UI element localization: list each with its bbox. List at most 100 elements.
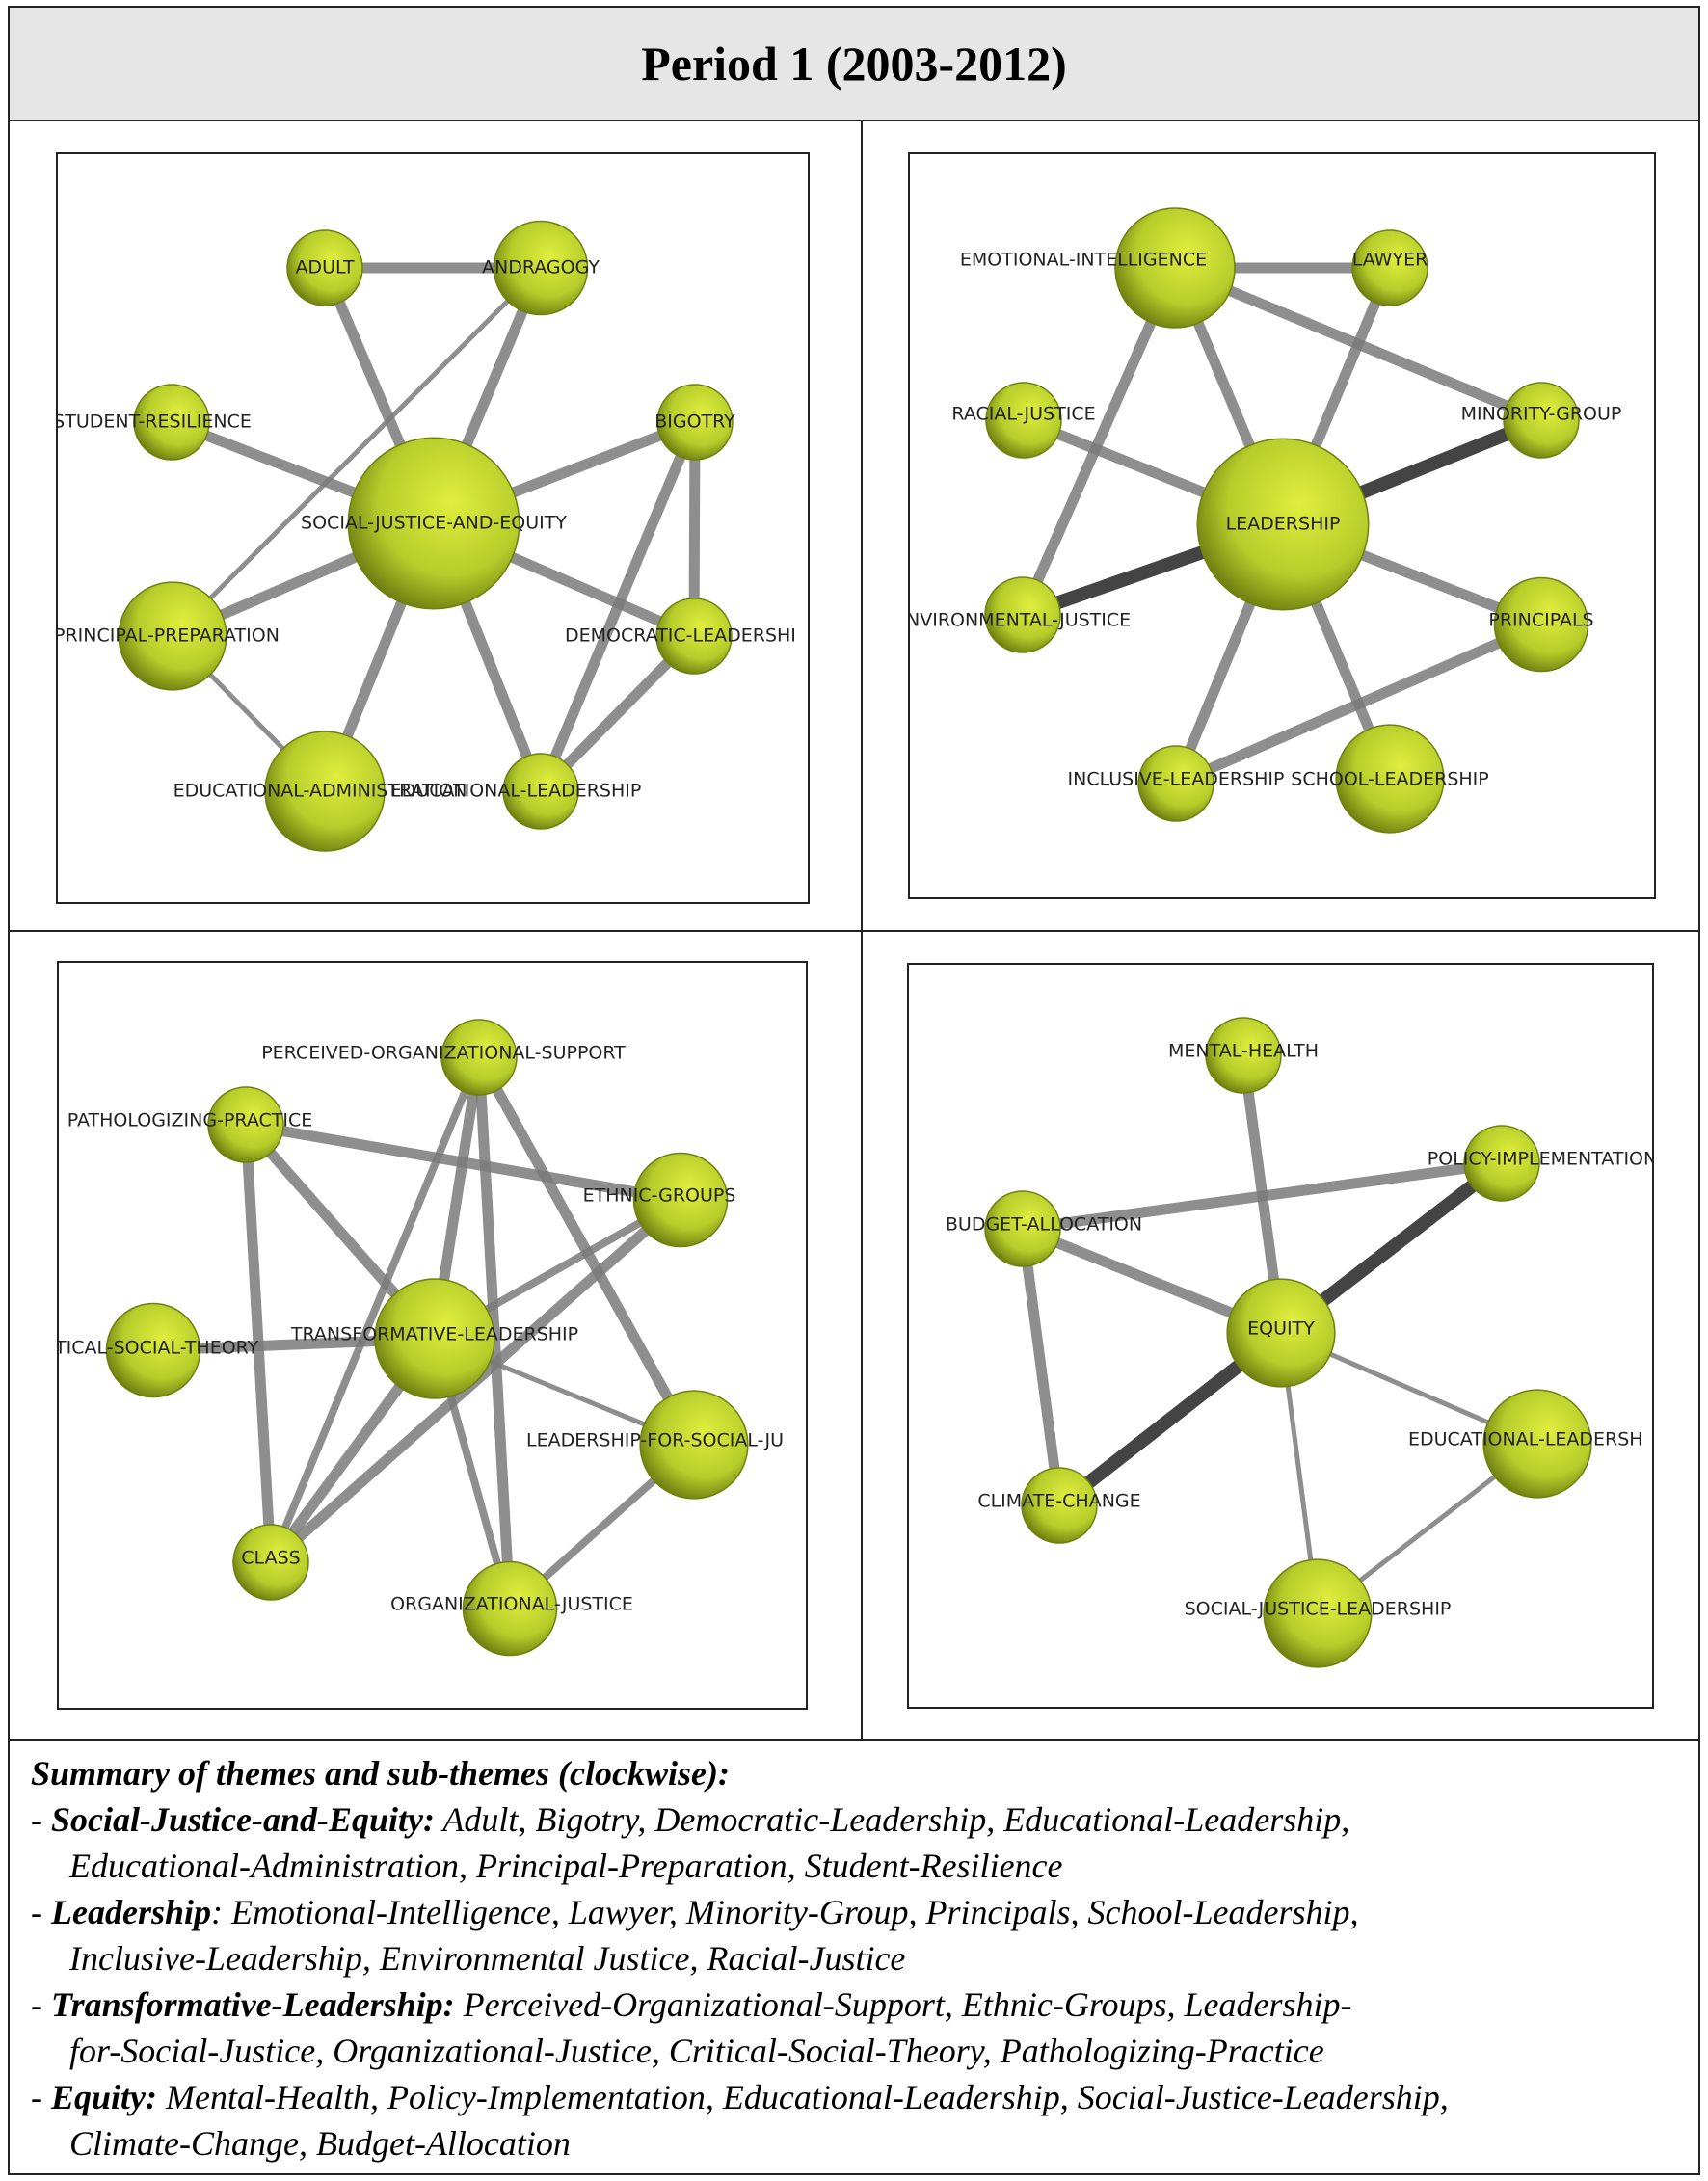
node-climate-change bbox=[1021, 1467, 1098, 1544]
node-label-emotional-intelligence: EMOTIONAL-INTELLIGENCE bbox=[960, 250, 1207, 271]
node-school-leadership bbox=[1335, 724, 1445, 834]
edge-budget-allocation-climate-change bbox=[1017, 1228, 1065, 1506]
summary-subthemes-cont: for-Social-Justice, Organizational-Justi… bbox=[69, 2032, 1324, 2070]
node-educational-leadership bbox=[502, 753, 579, 830]
summary-bullet: - bbox=[31, 1985, 51, 2024]
summary-item-leadership: - Leadership: Emotional-Intelligence, La… bbox=[31, 1889, 1689, 1982]
node-organizational-justice bbox=[462, 1560, 558, 1657]
network-social-justice-and-equity: ADULT ANDRAGOGY STUDENT-RESILIENCE BIGOTRY S… bbox=[56, 152, 810, 904]
node-student-resilience bbox=[133, 384, 210, 461]
node-label-mental-health: MENTAL-HEALTH bbox=[1168, 1041, 1319, 1062]
summary-item-transformative-leadership: - Transformative-Leadership: Perceived-O… bbox=[31, 1982, 1689, 2074]
summary-subthemes: Adult, Bigotry, Democratic-Leadership, E… bbox=[435, 1800, 1350, 1839]
node-democratic-leadership bbox=[655, 598, 733, 675]
node-label-educational-leadership: EDUCATIONAL-LEADERSH bbox=[1408, 1429, 1643, 1450]
node-critical-social-theory bbox=[105, 1302, 201, 1398]
node-pathologizing-practice bbox=[207, 1086, 284, 1163]
node-label-environmental-justice: NVIRONMENTAL-JUSTICE bbox=[906, 610, 1131, 631]
figure-title: Period 1 (2003-2012) bbox=[641, 37, 1067, 91]
node-social-justice-leadership bbox=[1263, 1558, 1373, 1668]
node-andragogy bbox=[493, 220, 589, 316]
node-transformative-leadership bbox=[374, 1278, 495, 1399]
summary-theme: Equity: bbox=[51, 2078, 158, 2116]
edge-andragogy-principal-preparation bbox=[171, 266, 543, 638]
node-inclusive-leadership bbox=[1137, 745, 1214, 822]
node-label-class: CLASS bbox=[241, 1548, 300, 1569]
node-leadership-for-social-justice bbox=[639, 1390, 749, 1500]
edge-perceived-organizational-support-class bbox=[267, 1055, 483, 1564]
node-adult bbox=[286, 229, 363, 306]
figure-frame bbox=[8, 6, 1700, 2175]
node-class bbox=[232, 1524, 309, 1601]
edge-pathologizing-practice-ethnic-groups bbox=[245, 1119, 681, 1206]
node-leadership bbox=[1196, 438, 1370, 611]
node-label-leadership-for-social-justice: LEADERSHIP-FOR-SOCIAL-JU bbox=[526, 1430, 784, 1451]
node-label-adult: ADULT bbox=[295, 257, 355, 279]
node-label-minority-group: MINORITY-GROUP bbox=[1461, 404, 1622, 425]
node-label-student-resilience: STUDENT-RESILIENCE bbox=[53, 412, 252, 433]
node-educational-administration bbox=[264, 731, 386, 852]
node-label-racial-justice: RACIAL-JUSTICE bbox=[951, 404, 1095, 425]
summary-subthemes: : Emotional-Intelligence, Lawyer, Minori… bbox=[211, 1893, 1359, 1931]
summary-title: Summary of themes and sub-themes (clockw… bbox=[31, 1754, 730, 1793]
node-label-principal-preparation: PRINCIPAL-PREPARATION bbox=[54, 625, 280, 647]
node-label-equity: EQUITY bbox=[1247, 1318, 1315, 1340]
node-label-pathologizing-practice: PATHOLOGIZING-PRACTICE bbox=[67, 1110, 313, 1131]
edge-emotional-intelligence-environmental-justice bbox=[1017, 265, 1181, 618]
node-label-perceived-organizational-support: PERCEIVED-ORGANIZATIONAL-SUPPORT bbox=[261, 1043, 626, 1064]
summary-bullet: - bbox=[31, 1800, 51, 1839]
node-lawyer bbox=[1351, 229, 1428, 306]
node-minority-group bbox=[1503, 382, 1580, 459]
node-label-educational-administration: EDUCATIONAL-ADMINISTRATION bbox=[173, 781, 467, 802]
summary-theme: Transformative-Leadership: bbox=[51, 1985, 455, 2024]
node-label-andragogy: ANDRAGOGY bbox=[482, 257, 600, 279]
network-transformative-leadership: PERCEIVED-ORGANIZATIONAL-SUPPORT PATHOLOG… bbox=[57, 961, 808, 1710]
node-label-transformative-leadership: TRANSFORMATIVE-LEADERSHIP bbox=[290, 1324, 578, 1345]
node-label-climate-change: CLIMATE-CHANGE bbox=[977, 1491, 1140, 1512]
node-label-lawyer: LAWYER bbox=[1352, 250, 1428, 271]
node-label-school-leadership: SCHOOL-LEADERSHIP bbox=[1291, 769, 1488, 790]
node-emotional-intelligence bbox=[1114, 207, 1236, 329]
node-label-educational-leadership: EDUCATIONAL-LEADERSHIP bbox=[390, 781, 642, 802]
node-label-critical-social-theory: TICAL-SOCIAL-THEORY bbox=[54, 1338, 259, 1359]
edge-policy-implementation-budget-allocation bbox=[1022, 1157, 1503, 1235]
network-equity: MENTAL-HEALTH POLICY-IMPLEMENTATION BUDGET… bbox=[907, 963, 1654, 1709]
node-label-principals: PRINCIPALS bbox=[1488, 610, 1593, 631]
node-policy-implementation bbox=[1463, 1125, 1540, 1202]
summary-bullet: - bbox=[31, 1893, 51, 1931]
summary-subthemes-cont: Climate-Change, Budget-Allocation bbox=[69, 2124, 571, 2163]
summary-item-social-justice-and-equity: - Social-Justice-and-Equity: Adult, Bigo… bbox=[31, 1796, 1689, 1889]
node-equity bbox=[1226, 1278, 1336, 1388]
grid-divider-middle bbox=[10, 930, 1698, 932]
node-label-organizational-justice: ORGANIZATIONAL-JUSTICE bbox=[390, 1594, 633, 1615]
node-label-budget-allocation: BUDGET-ALLOCATION bbox=[946, 1214, 1142, 1236]
summary-subthemes-cont: Educational-Administration, Principal-Pr… bbox=[69, 1847, 1063, 1885]
node-label-leadership: LEADERSHIP bbox=[1226, 514, 1341, 535]
node-label-bigotry: BIGOTRY bbox=[654, 412, 735, 433]
summary-subthemes-cont: Inclusive-Leadership, Environmental Just… bbox=[69, 1939, 906, 1978]
grid-divider-bottom bbox=[10, 1739, 1698, 1741]
node-mental-health bbox=[1205, 1017, 1282, 1094]
summary-theme: Social-Justice-and-Equity: bbox=[51, 1800, 435, 1839]
node-principals bbox=[1493, 576, 1589, 673]
figure-header: Period 1 (2003-2012) bbox=[10, 8, 1698, 121]
node-principal-preparation bbox=[118, 581, 227, 691]
node-label-democratic-leadership: DEMOCRATIC-LEADERSHI bbox=[565, 625, 796, 647]
node-label-social-justice-and-equity: SOCIAL-JUSTICE-AND-EQUITY bbox=[301, 513, 567, 534]
node-label-ethnic-groups: ETHNIC-GROUPS bbox=[583, 1185, 736, 1207]
summary-subthemes: Mental-Health, Policy-Implementation, Ed… bbox=[157, 2078, 1449, 2116]
node-label-policy-implementation: POLICY-IMPLEMENTATION bbox=[1428, 1149, 1657, 1170]
summary-item-equity: - Equity: Mental-Health, Policy-Implemen… bbox=[31, 2074, 1689, 2167]
node-social-justice-and-equity bbox=[347, 437, 520, 610]
node-perceived-organizational-support bbox=[440, 1019, 518, 1096]
node-racial-justice bbox=[985, 382, 1062, 459]
node-budget-allocation bbox=[984, 1190, 1061, 1267]
node-bigotry bbox=[656, 384, 734, 461]
node-educational-leadership bbox=[1482, 1389, 1592, 1499]
summary-subthemes: Perceived-Organizational-Support, Ethnic… bbox=[454, 1985, 1352, 2024]
summary-section: Summary of themes and sub-themes (clockw… bbox=[31, 1750, 1689, 2167]
summary-theme: Leadership bbox=[51, 1893, 211, 1931]
node-ethnic-groups bbox=[632, 1152, 729, 1248]
network-leadership: EMOTIONAL-INTELLIGENCE LAWYER RACIAL-JUSTI… bbox=[908, 152, 1656, 899]
